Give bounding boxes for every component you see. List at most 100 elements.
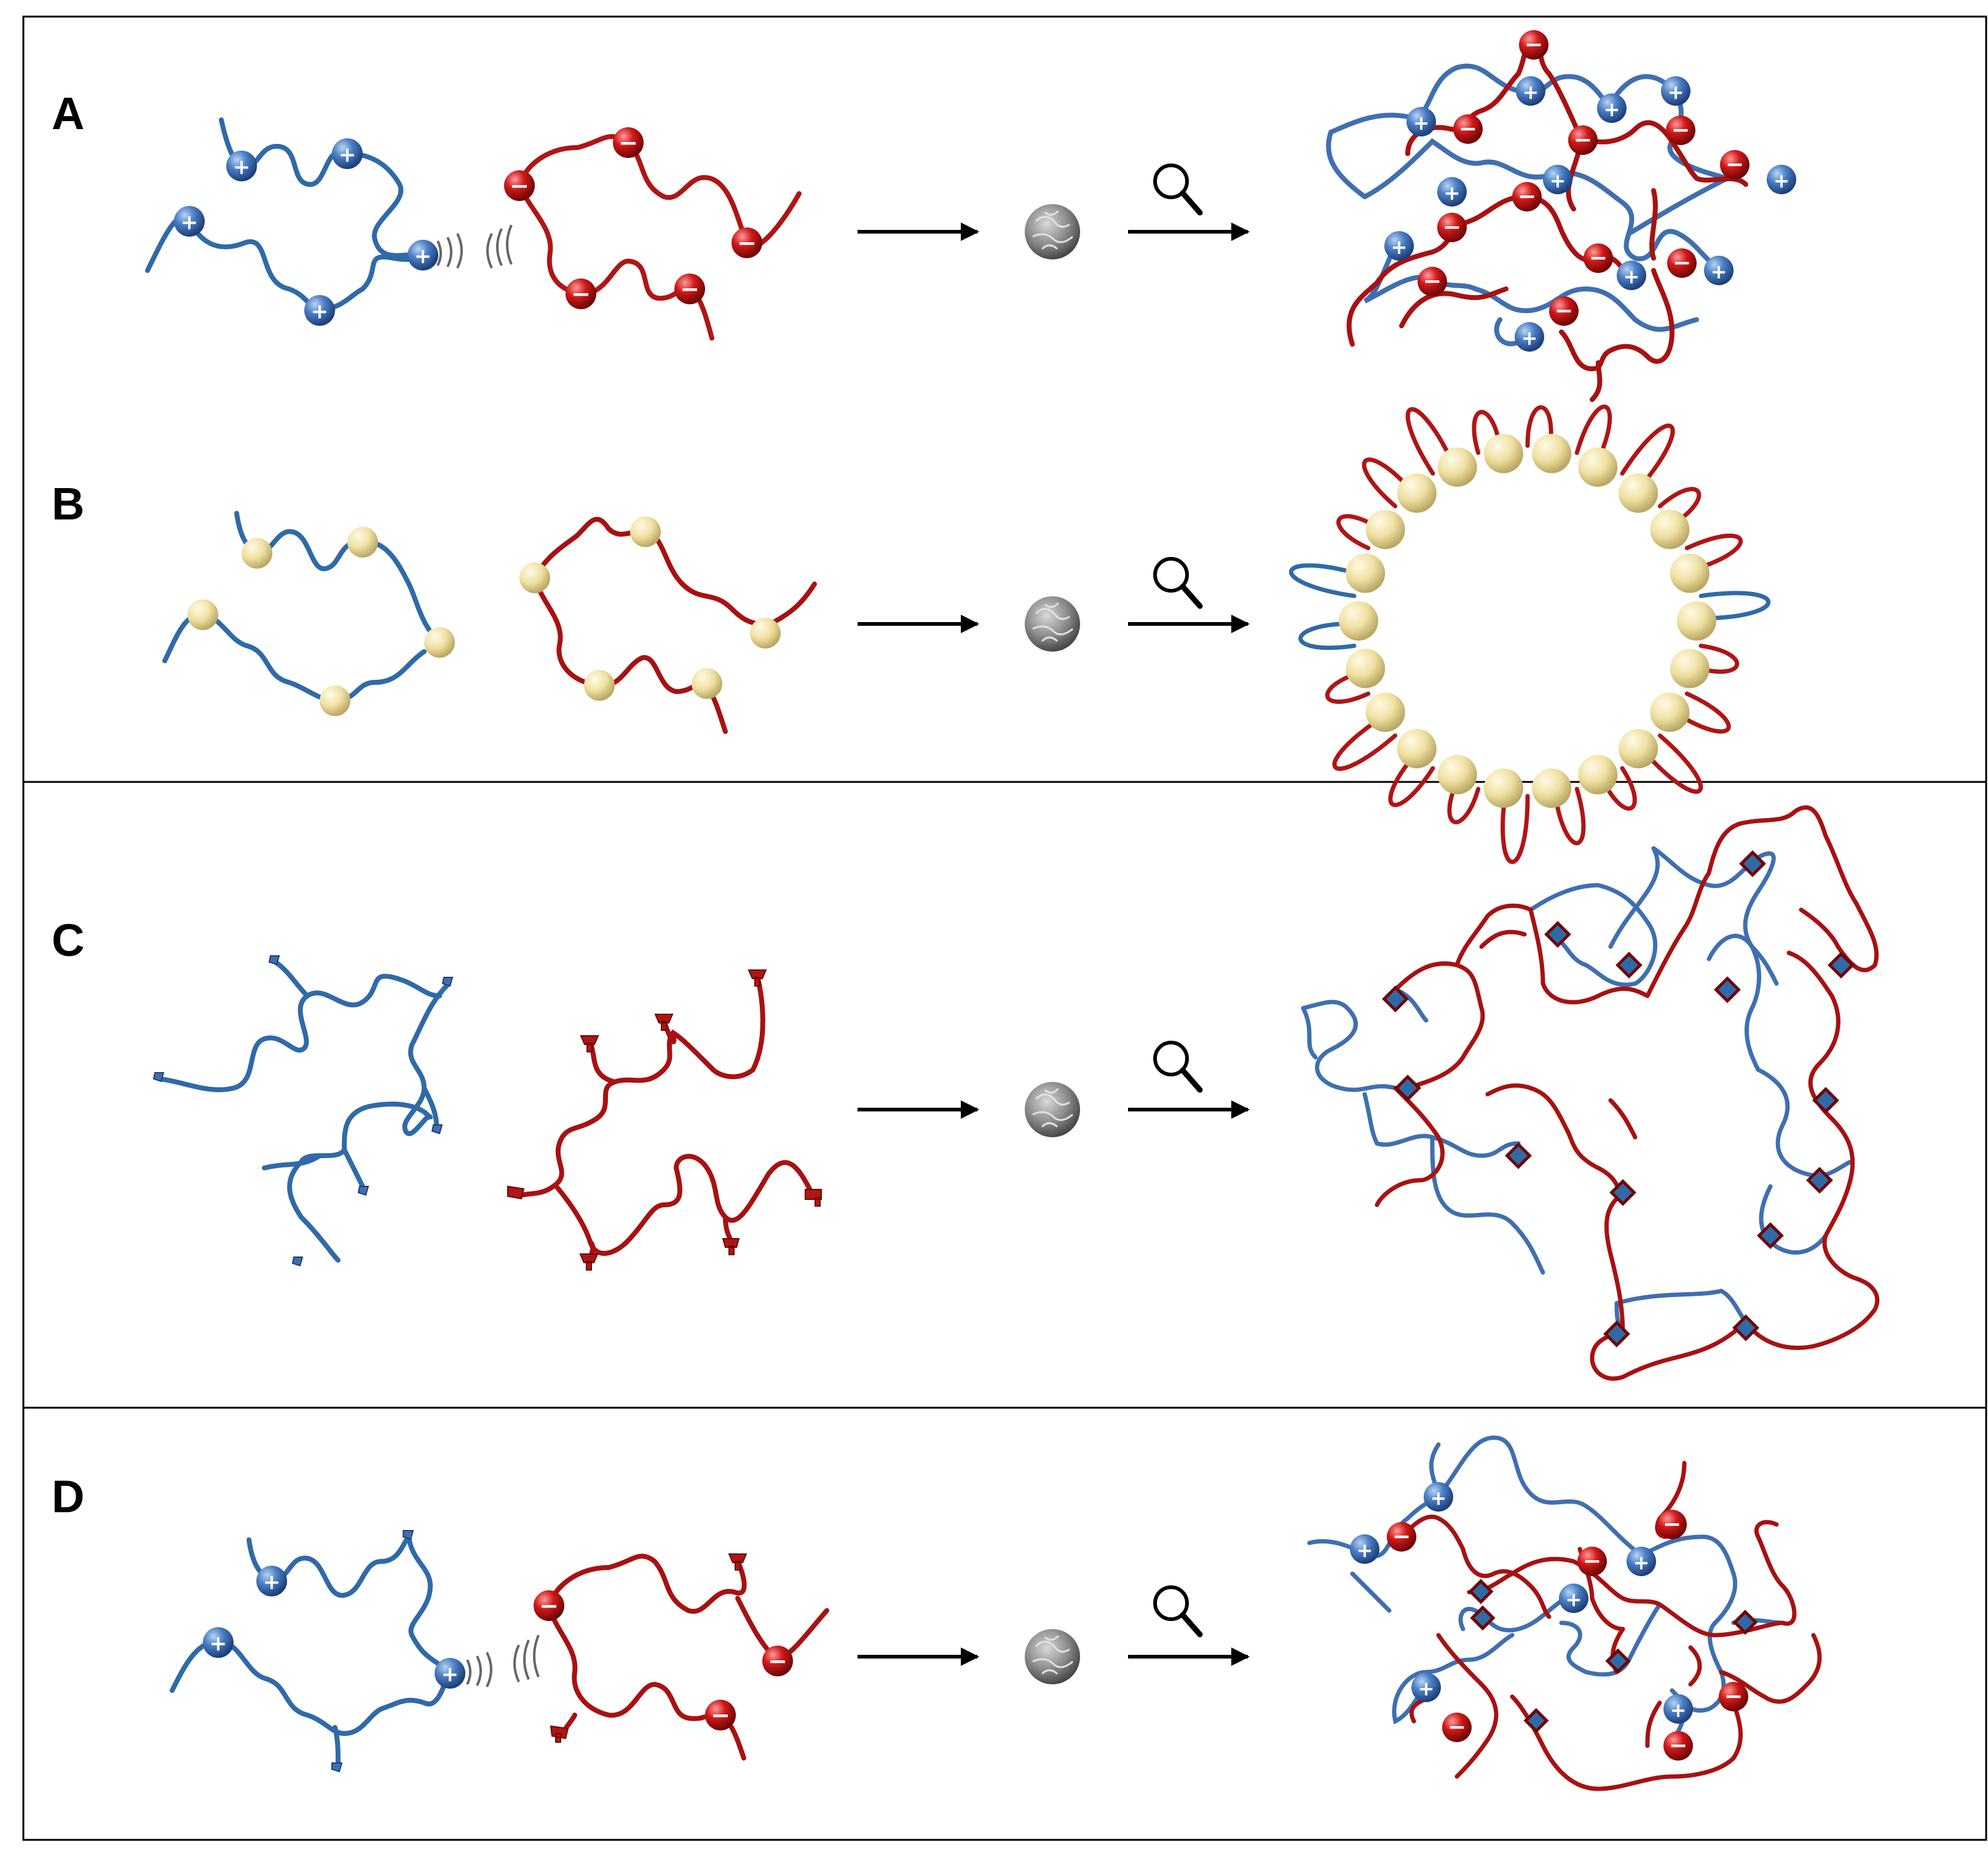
linker-group (654, 1014, 674, 1031)
hydrophobic-bead (1578, 755, 1618, 795)
cation-bead (1597, 93, 1627, 123)
dual-network-beads: + + − − − + + + + − − (1350, 1482, 1748, 1761)
dual-crosslinked-network: + + − − − + + + + − − (1307, 1435, 1822, 1791)
linker-group (728, 1553, 747, 1571)
corona-loop (1336, 514, 1381, 551)
anion-bead (762, 1646, 793, 1676)
linker-group (268, 955, 280, 966)
cation-bead (1411, 1673, 1441, 1702)
corona-loop (1694, 644, 1740, 674)
corona-loop (1472, 409, 1502, 456)
anion-sign: − (1724, 1684, 1743, 1710)
cation-sign: + (1523, 81, 1539, 104)
corona-loop (1553, 786, 1586, 845)
cation-bead (304, 295, 335, 326)
anion-sign: − (711, 1702, 730, 1729)
linker-group (357, 1186, 369, 1196)
anion-bead (1453, 114, 1483, 144)
crosslink-node (1812, 1087, 1839, 1114)
cation-bead (1617, 261, 1646, 290)
anion-bead (1549, 296, 1579, 326)
cation-bead (1767, 165, 1796, 194)
magnifier-icon (1153, 1585, 1203, 1638)
crosslink-node (1544, 921, 1571, 948)
hydrophobic-bead (320, 685, 350, 716)
dual-blue-linkers (331, 1530, 414, 1773)
cation-bead (435, 1658, 465, 1689)
corona-loop (1642, 733, 1703, 794)
anion-sign: − (1726, 152, 1744, 178)
cation-beads: + + + + + (174, 138, 438, 326)
anion-sign: − (1671, 118, 1690, 143)
magnifier-icon (1153, 164, 1203, 216)
anion-bead (674, 274, 705, 304)
crosslink-node (1468, 1579, 1494, 1604)
corona-loop (1332, 715, 1398, 771)
crosslink-node (1394, 1075, 1421, 1102)
magnifier-icon (1153, 1041, 1203, 1093)
red-linker-groups (507, 969, 822, 1271)
linker-group (152, 1072, 165, 1083)
anion-sign: − (1392, 1525, 1411, 1550)
dual-anion-beads: − − − (534, 1590, 793, 1730)
anion-sign: − (571, 280, 591, 307)
linker-group (507, 1185, 525, 1200)
anion-sign: − (618, 129, 638, 156)
cation-sign: + (1773, 169, 1790, 192)
anion-sign: − (1669, 1734, 1687, 1759)
anion-bead (1512, 182, 1542, 211)
micelle (1288, 404, 1771, 864)
panel-frames (22, 15, 1987, 1841)
micelle-corona-loops (1288, 404, 1771, 864)
anion-bead (1387, 1522, 1416, 1552)
hydrophobic-bead (1339, 601, 1378, 641)
linker-group (441, 977, 454, 987)
hydrophobic-bead (630, 516, 661, 547)
crosslink-node (1523, 1708, 1549, 1734)
linker-group (431, 1124, 443, 1135)
linker-group (550, 1725, 569, 1743)
cation-bead (1559, 1584, 1588, 1613)
hydrophobic-bead (750, 618, 781, 649)
ionic-attraction-waves (436, 224, 513, 269)
crosslink-node (1470, 1605, 1496, 1631)
dual-red-linkers (550, 1553, 747, 1743)
polymer-with-blue-groups (157, 960, 451, 1263)
cation-sign: + (1418, 1677, 1435, 1700)
magnifier-icon (1153, 557, 1203, 609)
corona-loop (1657, 487, 1702, 527)
hydrophobic-bead (1578, 447, 1618, 487)
anion-sign: − (1448, 1715, 1466, 1740)
cation-sign: + (1391, 235, 1408, 259)
hydrophobic-bead (1677, 601, 1716, 641)
anion-bead (1577, 1547, 1607, 1576)
hydrophobic-bead (1619, 473, 1659, 513)
outer-frame (22, 15, 1987, 1841)
panel-label-b: B (52, 478, 84, 529)
panel-b (162, 404, 1771, 864)
panel-d: + + + − − − (170, 1435, 1822, 1791)
cation-bead (1704, 256, 1734, 285)
corona-loop (1362, 457, 1413, 508)
corona-loop (1388, 752, 1435, 807)
linker-group (722, 1238, 740, 1255)
anion-sign: − (1525, 33, 1543, 58)
cation-sign: + (1521, 326, 1538, 350)
anion-sign: − (1459, 117, 1477, 142)
hydrophobic-bead (519, 562, 550, 593)
cation-bead (1543, 165, 1572, 194)
crosslink-node (1806, 1167, 1833, 1194)
cation-bead (203, 1627, 234, 1658)
anion-bead (732, 227, 762, 258)
corona-loop (1574, 404, 1612, 463)
anion-bead (1442, 1713, 1472, 1742)
panel-c (152, 805, 1880, 1381)
anion-bead (705, 1700, 736, 1730)
crosslink-node (1505, 1142, 1532, 1169)
crosslink-nodes (1382, 850, 1855, 1347)
cation-sign: + (1668, 81, 1684, 104)
anion-bead (1418, 267, 1447, 296)
hydrophobic-bead (1532, 768, 1572, 808)
hydrophobic-beads-free (187, 516, 781, 716)
corona-loop (1405, 407, 1455, 476)
